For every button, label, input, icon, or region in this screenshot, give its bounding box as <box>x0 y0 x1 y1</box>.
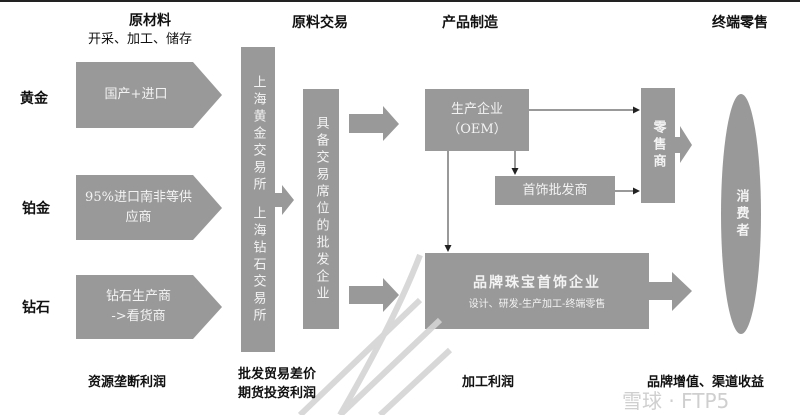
source-arrow-gold <box>76 62 222 128</box>
oem-title: 生产企业 <box>450 102 503 117</box>
header-raw-trading: 原料交易 <box>292 15 348 31</box>
header-manufacturing: 产品制造 <box>442 15 498 31</box>
wholesaler-column <box>303 89 339 329</box>
watermark-graphic <box>297 253 453 415</box>
source-platinum-text: 95%进口南非等供应商 <box>76 175 201 240</box>
jewelry-wholesaler-box <box>495 176 615 205</box>
watermark-text: 雪球 · FTP5 <box>622 389 730 413</box>
diamond-exchange-label: 上海钻石交易所 <box>250 205 266 325</box>
exchange-column <box>241 47 275 352</box>
header-retail: 终端零售 <box>712 15 768 31</box>
exchange-text: 上海黄金交易所 上海钻石交易所 <box>241 47 275 352</box>
footer-trading-line2: 期货投资利润 <box>238 386 317 401</box>
consumer-label: 消费者 <box>733 188 749 240</box>
retailer-label: 零售商 <box>650 120 666 171</box>
arrow-wholesaler-to-brand <box>349 278 399 312</box>
brand-title: 品牌珠宝首饰企业 <box>473 275 601 291</box>
row-label-gold: 黄金 <box>20 91 48 107</box>
consumer-text: 消费者 <box>721 94 761 334</box>
source-platinum-label: 95%进口南非等供应商 <box>85 189 192 225</box>
footer-brand-profit: 品牌增值、渠道收益 <box>647 375 765 390</box>
gold-exchange-label: 上海黄金交易所 <box>250 74 266 194</box>
wholesaler-label: 具备交易席位的批发企业 <box>313 115 329 303</box>
oem-subtitle: （OEM） <box>447 122 507 137</box>
footer-trading-profit: 批发贸易差价 期货投资利润 <box>238 365 316 403</box>
jewelry-wholesaler-text: 首饰批发商 <box>522 182 588 198</box>
oem-box <box>425 89 529 151</box>
source-diamond-text: 钻石生产商 ->看货商 <box>105 289 171 324</box>
brand-subtitle: 设计、研发-生产加工-终端零售 <box>468 299 606 310</box>
consumer-ellipse <box>721 94 761 334</box>
oem-text: 生产企业 （OEM） <box>425 89 529 151</box>
arrow-retailer-to-consumer <box>675 126 692 163</box>
arrow-exchange-to-wholesaler <box>275 185 294 215</box>
arrow-wholesaler-to-oem <box>349 106 399 141</box>
header-raw-material-sub: 开采、加工、储存 <box>87 32 192 47</box>
footer-resource-profit: 资源垄断利润 <box>88 375 167 390</box>
row-label-diamond: 钻石 <box>22 300 50 316</box>
source-arrow-platinum <box>76 175 222 240</box>
retailer-box <box>641 88 675 203</box>
footer-processing-profit: 加工利润 <box>462 375 515 390</box>
row-label-platinum: 铂金 <box>22 201 50 217</box>
footer-trading-line1: 批发贸易差价 <box>238 367 317 382</box>
source-gold-text: 国产+进口 <box>104 87 168 102</box>
brand-text: 品牌珠宝首饰企业 设计、研发-生产加工-终端零售 <box>425 253 649 329</box>
arrow-brand-to-consumer <box>649 272 692 311</box>
brand-box <box>425 253 649 329</box>
header-raw-material: 原材料 <box>129 13 171 29</box>
wholesaler-text: 具备交易席位的批发企业 <box>303 89 339 329</box>
retailer-text: 零售商 <box>641 88 675 203</box>
source-arrow-diamond <box>76 275 222 339</box>
top-border <box>0 0 800 2</box>
